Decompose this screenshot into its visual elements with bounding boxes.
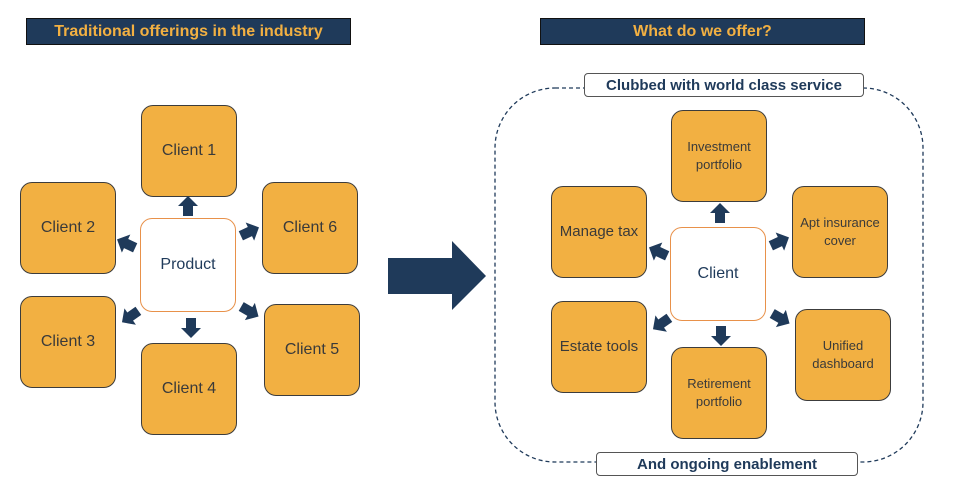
client-3-box: Client 3 — [20, 296, 116, 388]
client-6-box: Client 6 — [262, 182, 358, 274]
arrow-to-client-5 — [238, 302, 259, 321]
client-1-box: Client 1 — [141, 105, 237, 197]
estate-tools-box: Estate tools — [551, 301, 647, 393]
arrow-to-insurance — [768, 232, 789, 251]
top-service-label: Clubbed with world class service — [584, 73, 864, 97]
arrow-to-client-3 — [121, 306, 142, 325]
retirement-portfolio-box: Retirement portfolio — [671, 347, 767, 439]
arrow-to-client-4 — [181, 318, 201, 338]
arrow-to-client-6 — [238, 222, 259, 241]
transition-arrow — [388, 241, 486, 310]
arrow-to-retirement — [711, 326, 731, 346]
arrow-to-tax — [649, 242, 670, 261]
arrow-to-dashboard — [769, 309, 790, 328]
client-center-box: Client — [670, 227, 766, 321]
unified-dashboard-box: Unified dashboard — [795, 309, 891, 401]
right-banner: What do we offer? — [540, 18, 865, 45]
arrow-to-client-1 — [178, 196, 198, 216]
arrow-to-client-2 — [117, 234, 138, 253]
insurance-cover-box: Apt insurance cover — [792, 186, 888, 278]
client-2-box: Client 2 — [20, 182, 116, 274]
arrow-to-investment — [710, 203, 730, 223]
bottom-enablement-label: And ongoing enablement — [596, 452, 858, 476]
manage-tax-box: Manage tax — [551, 186, 647, 278]
investment-portfolio-box: Investment portfolio — [671, 110, 767, 202]
product-center-box: Product — [140, 218, 236, 312]
arrow-to-estate — [652, 313, 673, 332]
client-5-box: Client 5 — [264, 304, 360, 396]
client-4-box: Client 4 — [141, 343, 237, 435]
left-banner: Traditional offerings in the industry — [26, 18, 351, 45]
